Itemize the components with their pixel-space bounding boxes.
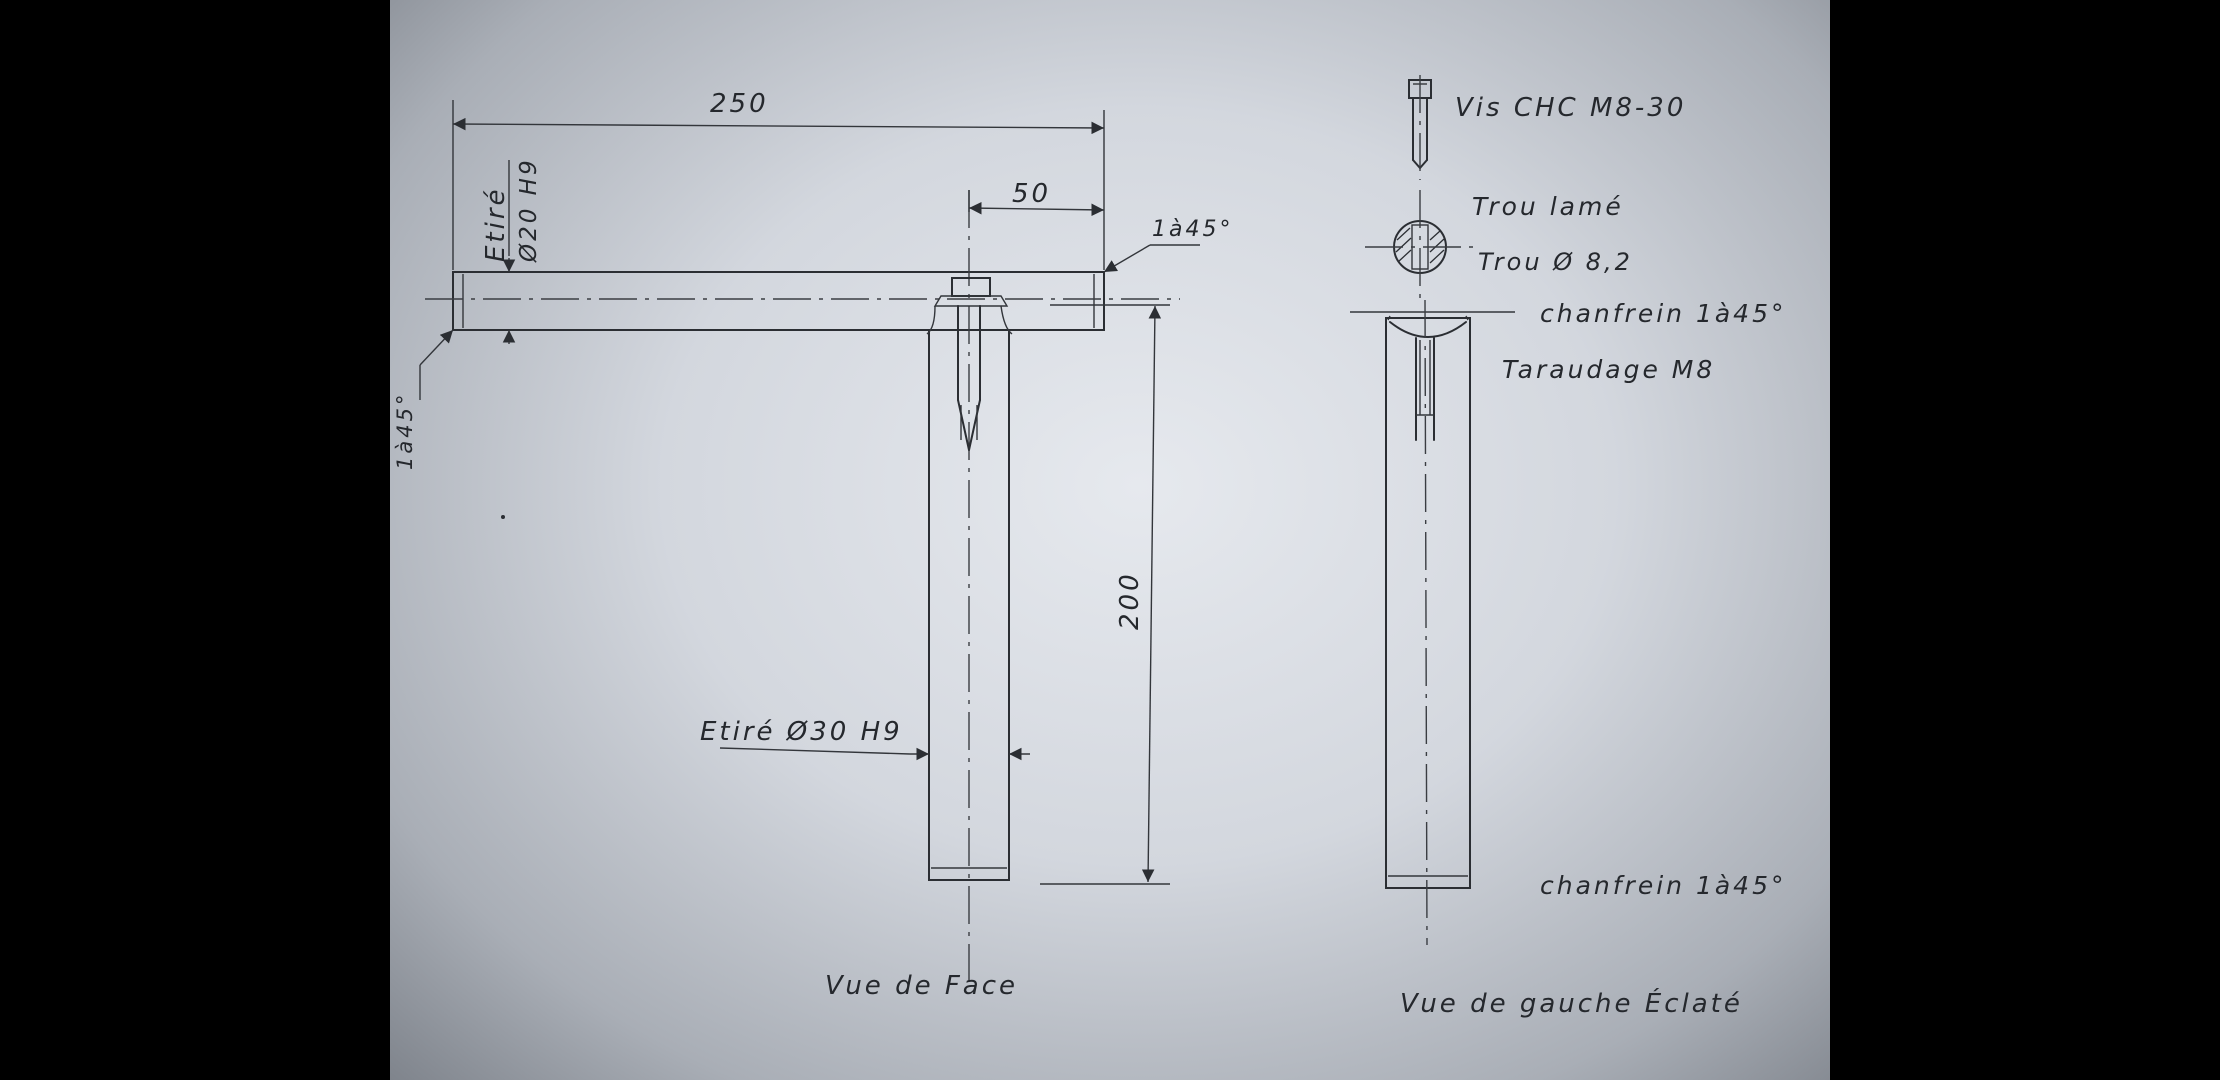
chamfer-right-label: 1à45° [1152, 217, 1233, 242]
dimension-250-label: 250 [710, 89, 769, 119]
post-side-centerline [1424, 299, 1428, 946]
dimension-250-line [452, 117, 1105, 135]
horizontal-bar [452, 271, 1105, 331]
seat-arc [1389, 321, 1467, 338]
tapping-label: Taraudage M8 [1502, 355, 1715, 384]
screw-label: Vis CHC M8-30 [1455, 93, 1686, 123]
dimension-50-line [968, 201, 1105, 217]
chamfer-bottom-label: chanfrein 1à45° [1540, 871, 1787, 900]
post-diameter-label: Etiré Ø30 H9 [700, 717, 903, 747]
drawing-sheet: 250 50 200 Etiré Ø20 H9 1à45° 1à45° Etir… [390, 0, 1830, 1080]
technical-drawing: 250 50 200 Etiré Ø20 H9 1à45° 1à45° Etir… [393, 75, 1787, 1019]
screw-head [951, 277, 991, 297]
counterbore [933, 295, 1009, 307]
hole-label: Trou Ø 8,2 [1478, 248, 1633, 276]
chamfer-left-label: 1à45° [393, 392, 417, 470]
counterbore-fillet [926, 305, 1013, 335]
post-side [1385, 317, 1471, 889]
chamfer-top-label: chanfrein 1à45° [1540, 299, 1787, 328]
bar-material-label: Etiré [481, 186, 511, 262]
bar-diameter-label: Ø20 H9 [516, 157, 542, 263]
left-view-title: Vue de gauche Éclaté [1400, 987, 1743, 1019]
left-view: Vis CHC M8-30 Trou lamé Trou Ø 8,2 chanf… [1350, 75, 1787, 1019]
dimension-50-label: 50 [1012, 179, 1051, 209]
front-view: 250 50 200 Etiré Ø20 H9 1à45° 1à45° Etir… [393, 89, 1233, 1001]
front-view-title: Vue de Face [825, 971, 1018, 1001]
dimension-200-label: 200 [1115, 571, 1145, 630]
counterbore-label: Trou lamé [1472, 192, 1624, 221]
dimension-200-line [1141, 305, 1162, 883]
